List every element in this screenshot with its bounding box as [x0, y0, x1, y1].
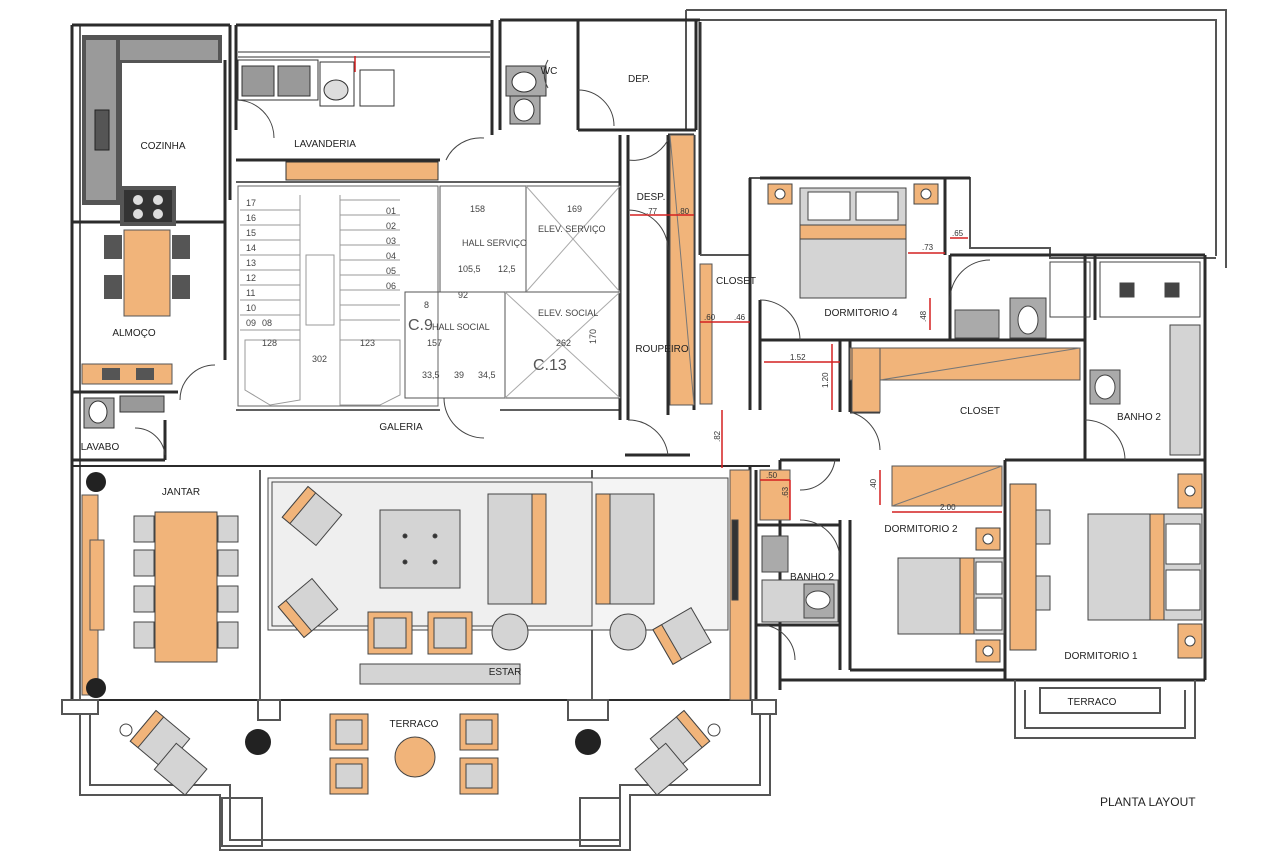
dimension-texts: .77 .80 .73 .65 .48 .60 .46 1.52 1.20 .8…	[646, 207, 964, 512]
step-02: 02	[386, 221, 396, 231]
bath-fixtures-top-right	[954, 261, 1201, 456]
step-03: 03	[386, 236, 396, 246]
num-92: 92	[458, 290, 468, 300]
room-labels: COZINHA LAVANDERIA WC DEP. ALMOÇO LAVABO…	[81, 66, 1162, 730]
step-05: 05	[386, 266, 396, 276]
dim-77: .77	[646, 207, 658, 216]
label-dormitorio-2: DORMITORIO 2	[884, 524, 958, 535]
num-105-5: 105,5	[458, 264, 481, 274]
label-terraco-main: TERRACO	[390, 719, 439, 730]
plants-jantar	[86, 472, 106, 698]
num-33-5: 33,5	[422, 370, 440, 380]
label-closet-mid: CLOSET	[960, 406, 1000, 417]
num-262: 262	[556, 338, 571, 348]
door-swings	[134, 59, 1126, 661]
dim-40: .40	[869, 478, 878, 490]
label-cozinha: COZINHA	[141, 141, 186, 152]
step-08: 08	[262, 318, 272, 328]
label-hall-servico: HALL SERVIÇO	[462, 238, 527, 248]
label-wc: WC	[541, 66, 558, 77]
label-elev-social: ELEV. SOCIAL	[538, 308, 598, 318]
step-12: 12	[246, 273, 256, 283]
lavabo-fixtures	[83, 395, 165, 429]
dim-82: .82	[713, 430, 722, 442]
dim-63: .63	[781, 486, 790, 498]
label-hall-social: HALL SOCIAL	[432, 322, 490, 332]
walls	[70, 18, 1207, 712]
bed-dormitorio-2	[897, 483, 1051, 663]
label-dormitorio-4: DORMITORIO 4	[824, 308, 898, 319]
dim-46: .46	[734, 313, 746, 322]
laundry-fixtures	[237, 51, 490, 181]
num-158: 158	[470, 204, 485, 214]
stair-core	[237, 185, 621, 407]
step-09: 09	[246, 318, 256, 328]
almoco-table	[81, 229, 190, 385]
dim-50: .50	[766, 471, 778, 480]
num-302: 302	[312, 354, 327, 364]
dim-152: 1.52	[790, 353, 806, 362]
label-dep: DEP.	[628, 74, 650, 85]
num-12-5: 12,5	[498, 264, 516, 274]
plants-terrace	[245, 729, 601, 755]
dim-120: 1.20	[821, 372, 830, 388]
step-15: 15	[246, 228, 256, 238]
label-estar: ESTAR	[489, 667, 522, 678]
dim-65: .65	[952, 229, 964, 238]
dim-48: .48	[919, 310, 928, 322]
label-elev-servico: ELEV. SERVIÇO	[538, 224, 606, 234]
terrace-furniture	[119, 709, 721, 796]
dimension-lines	[354, 56, 1002, 520]
num-169: 169	[567, 204, 582, 214]
bed-dormitorio-4	[767, 183, 939, 299]
bed-dormitorio-1	[1087, 473, 1203, 659]
step-17: 17	[246, 198, 256, 208]
label-terraco-right: TERRACO	[1068, 697, 1117, 708]
living-room-furniture	[267, 477, 739, 685]
dim-200: 2.00	[940, 503, 956, 512]
step-16: 16	[246, 213, 256, 223]
label-desp: DESP.	[637, 192, 666, 203]
label-roupeiro: ROUPEIRO	[635, 344, 689, 355]
bath-fixtures-left	[761, 535, 839, 623]
num-39: 39	[454, 370, 464, 380]
terrace-right	[1014, 680, 1196, 739]
step-14: 14	[246, 243, 256, 253]
label-lavanderia: LAVANDERIA	[294, 139, 356, 150]
label-banho-2-left: BANHO 2	[790, 572, 834, 583]
step-10: 10	[246, 303, 256, 313]
label-almoco: ALMOÇO	[112, 328, 156, 339]
plan-title: PLANTA LAYOUT	[1100, 795, 1196, 809]
num-170: 170	[588, 329, 598, 344]
num-34-5: 34,5	[478, 370, 496, 380]
dim-60: .60	[704, 313, 716, 322]
label-galeria: GALERIA	[379, 422, 423, 433]
label-lavabo: LAVABO	[81, 442, 120, 453]
step-13: 13	[246, 258, 256, 268]
label-banho-2-right: BANHO 2	[1117, 412, 1161, 423]
wardrobes	[81, 134, 1081, 701]
wc-fixtures	[505, 65, 547, 125]
num-8: 8	[424, 300, 429, 310]
kitchen-counter	[82, 35, 222, 226]
dim-80: .80	[678, 207, 690, 216]
core-numbers: 158 169 128 302 123 157 262 105,5 12,5 9…	[246, 198, 598, 380]
label-jantar: JANTAR	[162, 487, 200, 498]
dining-table	[133, 511, 239, 663]
num-157: 157	[427, 338, 442, 348]
step-11: 11	[246, 288, 255, 298]
num-123: 123	[360, 338, 375, 348]
terrace-main	[61, 699, 777, 851]
step-06: 06	[386, 281, 396, 291]
label-shaft-c9: C.9	[408, 317, 433, 334]
step-01: 01	[386, 206, 396, 216]
num-128: 128	[262, 338, 277, 348]
step-04: 04	[386, 251, 396, 261]
label-dormitorio-1: DORMITORIO 1	[1064, 651, 1138, 662]
dim-73: .73	[922, 243, 934, 252]
label-closet-top: CLOSET	[716, 276, 756, 287]
label-shaft-c13: C.13	[533, 357, 567, 374]
